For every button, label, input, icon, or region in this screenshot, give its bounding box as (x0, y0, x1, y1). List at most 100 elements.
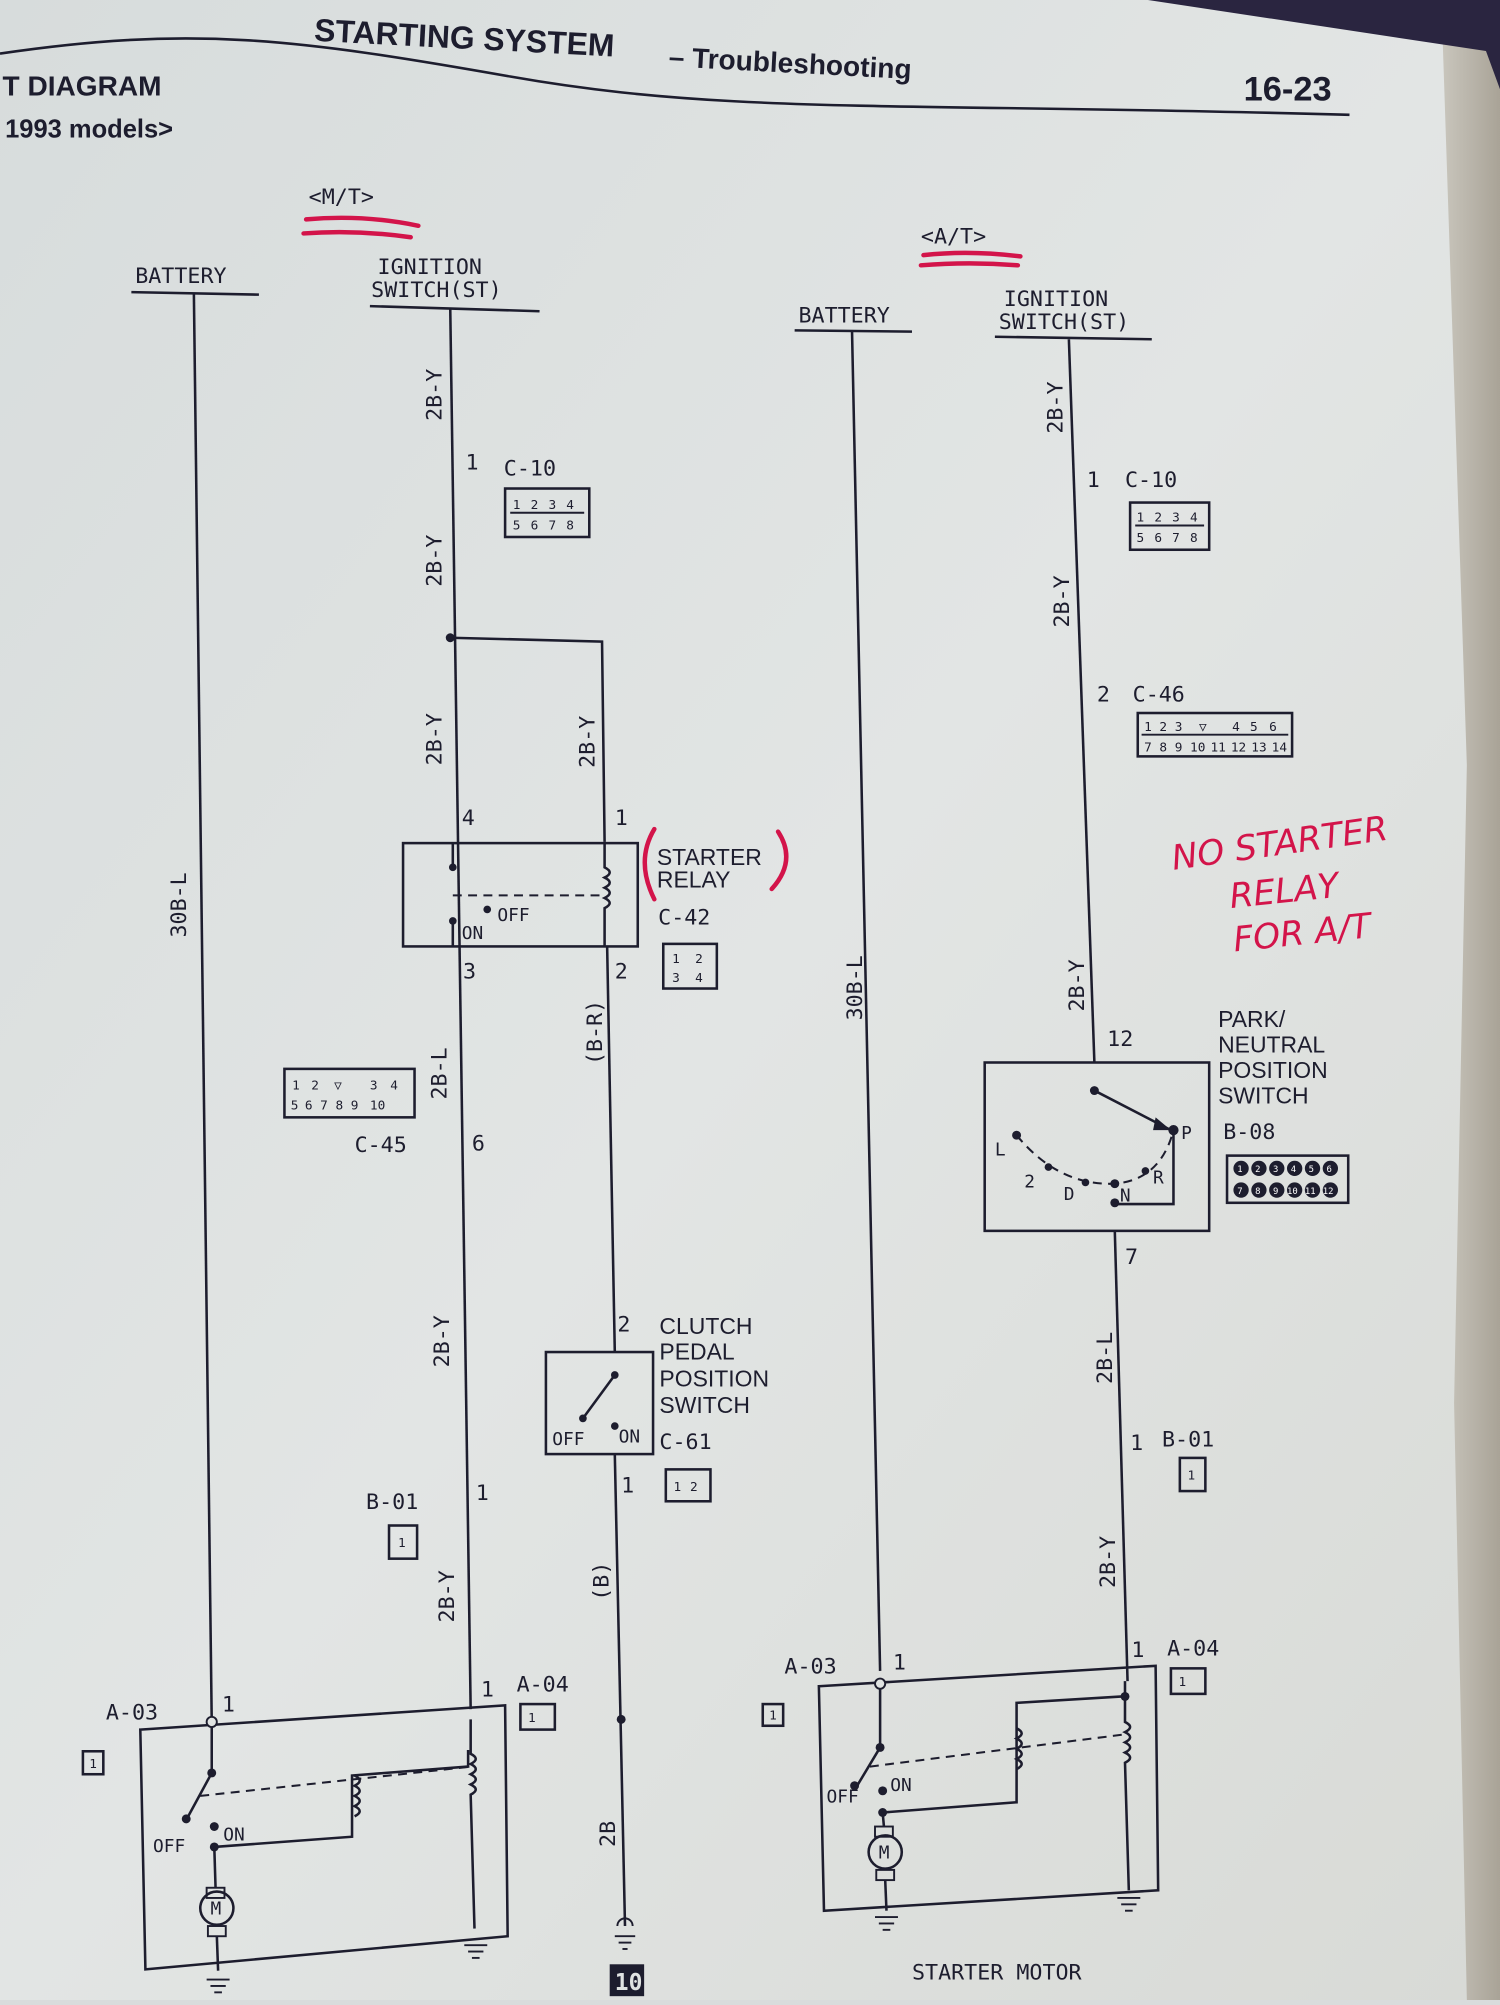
mt-c45-pin: 6 (472, 1132, 485, 1157)
at-park-neutral-switch-box (983, 1061, 1211, 1233)
diagram-text: 11 (1305, 1187, 1316, 1197)
diagram-text: 5 (513, 518, 521, 533)
diagram-stroke (1136, 711, 1294, 758)
diagram-stroke (605, 946, 617, 1353)
at-wire-label: 2B-Y (1065, 959, 1090, 1011)
diagram-stroke (387, 1524, 419, 1560)
mt-relay-name-2: RELAY (657, 867, 731, 893)
mt-wire-label: 2B-Y (435, 1570, 460, 1622)
diagram-text: ▽ (1199, 720, 1207, 735)
mt-wire-label: 30B-L (167, 872, 192, 937)
diagram-stroke (850, 1781, 860, 1791)
relay-coil-icon (601, 843, 611, 947)
diagram-text: 5 (1309, 1165, 1314, 1175)
mt-clutch-name: SWITCH (659, 1392, 749, 1418)
diagram-stroke (1233, 1182, 1249, 1198)
mt-clutch-pin: 1 (621, 1473, 634, 1498)
at-a04-pin: 1 (1131, 1638, 1144, 1663)
mt-relay-pin: 4 (462, 806, 475, 831)
diagram-text: 9 (351, 1099, 359, 1114)
diagram-stroke (1089, 1086, 1099, 1096)
at-starter-motor-box (817, 1664, 1160, 1913)
at-ignition-wire (1067, 339, 1096, 1063)
at-pn-pin: 7 (1125, 1245, 1138, 1270)
at-b01-pin: 1 (1130, 1431, 1143, 1456)
mt-wire-label: 2B-L (427, 1047, 452, 1099)
mt-ignition-label-2: SWITCH(ST) (371, 278, 501, 303)
diagram-stroke (215, 1936, 220, 1971)
at-ignition-label: IGNITION (1004, 287, 1108, 312)
mt-wire-label: 2B-Y (575, 716, 600, 768)
diagram-stroke (1178, 1456, 1207, 1493)
ground-icon (1117, 1897, 1141, 1912)
diagram-text: 6 (1154, 531, 1162, 546)
at-pn-name: PARK/ (1218, 1006, 1286, 1032)
diagram-text: 5 (1136, 531, 1144, 546)
diagram-stroke (283, 1067, 416, 1119)
mt-ignition-label: IGNITION (378, 255, 482, 280)
diagram-text: 3 (1273, 1165, 1278, 1175)
diagram-stroke (874, 1677, 887, 1690)
diagram-text: 7 (1144, 740, 1152, 755)
diagram-text: 6 (1269, 720, 1277, 735)
mt-c42-label: C-42 (658, 906, 710, 931)
diagram-text: 4 (1232, 720, 1240, 735)
diagram-stroke (0, 37, 1350, 117)
mt-wire-label: 2B-Y (430, 1315, 455, 1367)
diagram-stroke (1269, 1160, 1285, 1177)
diagram-text: 1 (292, 1078, 300, 1093)
at-red-underline (918, 250, 1023, 268)
coil-icon (1122, 1681, 1132, 1891)
mt-ground-wire (613, 1454, 627, 1927)
diagram-text: 7 (548, 518, 556, 533)
diagram-text: 4 (1190, 511, 1198, 526)
diagram-text: 1 (1188, 1469, 1196, 1484)
diagram-stroke (205, 1715, 218, 1728)
ground-point-number: 10 (615, 1970, 643, 1996)
diagram-text: 7 (1172, 531, 1180, 546)
at-b01-label: B-01 (1162, 1427, 1214, 1452)
mt-a04-connector-icon: 1 (519, 1702, 557, 1731)
at-wire-label: 30B-L (843, 955, 868, 1020)
diagram-stroke (213, 1846, 217, 1888)
mt-starter-motor-box (139, 1703, 509, 1971)
mt-wire-label: 2B-Y (422, 713, 447, 765)
starter-motor-caption: STARTER MOTOR (912, 1961, 1083, 1986)
mt-c10-pin: 1 (466, 450, 479, 475)
mt-clutch-pin: 2 (617, 1313, 630, 1338)
diagram-stroke (581, 1374, 616, 1420)
mt-c10-label: C-10 (504, 457, 556, 482)
mt-clutch-name: CLUTCH (659, 1313, 752, 1339)
models-label: 1993 models> (5, 116, 173, 144)
diagram-stroke (503, 487, 591, 539)
mt-motor-on: ON (223, 1825, 245, 1846)
ground-icon (614, 1917, 636, 1950)
at-battery-label: BATTERY (798, 304, 889, 329)
at-pn-pin: 12 (1107, 1027, 1133, 1052)
at-a03-pin: 1 (893, 1651, 906, 1676)
mt-relay-on: ON (462, 923, 484, 944)
diagram-stroke (209, 1822, 219, 1831)
mt-diagram: <M/T> BATTERY IGNITION SWITCH(ST) 2B-Y 2… (81, 185, 789, 1997)
diagram-text: 2 (531, 498, 539, 513)
ground-icon (206, 1978, 230, 1994)
at-pn-name: NEUTRAL (1218, 1031, 1325, 1057)
mt-wire-label: (B) (589, 1562, 614, 1601)
coil-icon (351, 1774, 361, 1818)
diagram-stroke (882, 1695, 1123, 1814)
diagram-text: 1 (528, 1711, 536, 1726)
mt-relay-pin: 1 (615, 806, 628, 831)
diagram-stroke (661, 942, 719, 990)
mt-a03-connector-icon: 1 (81, 1750, 105, 1776)
diagram-text: 14 (1272, 740, 1288, 755)
diagram-stroke (1114, 1130, 1175, 1206)
coil-icon (1013, 1727, 1023, 1771)
pn-position-label: 2 (1024, 1172, 1035, 1193)
diagram-text: 4 (695, 971, 703, 986)
